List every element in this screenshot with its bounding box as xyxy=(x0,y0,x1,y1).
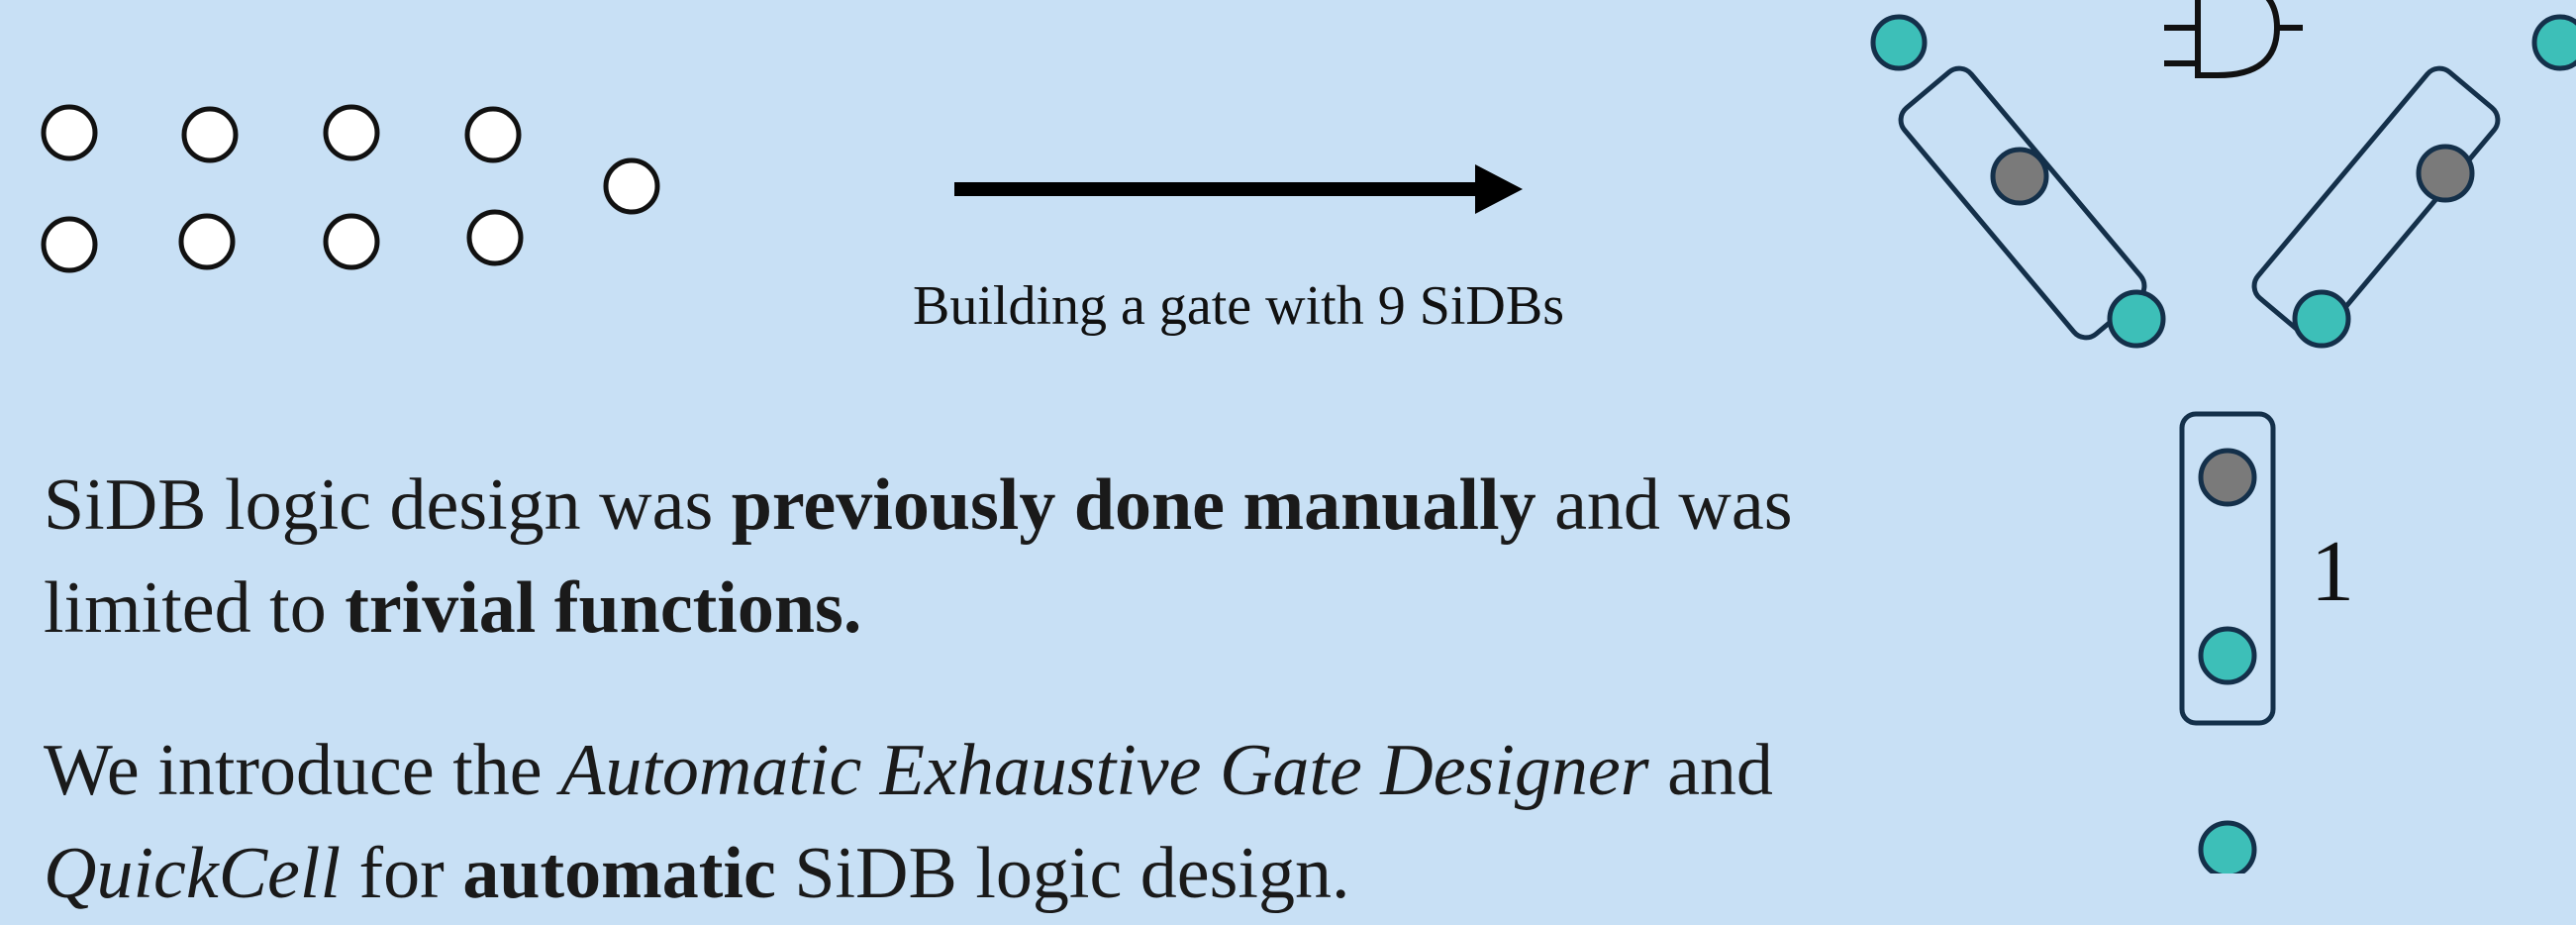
empty-sidb-dot xyxy=(464,106,522,163)
empty-sidb-dot xyxy=(323,213,380,270)
empty-sidb-dot xyxy=(603,157,660,215)
sidb-teal xyxy=(2107,289,2166,349)
italic-text: Automatic Exhaustive Gate Designer xyxy=(560,730,1649,811)
left-wire-pair xyxy=(1898,65,2166,349)
right-arrow-icon xyxy=(954,164,1523,214)
text-run: and was limited to xyxy=(44,464,1793,649)
empty-sidb-dot xyxy=(178,213,236,270)
bold-text: automatic xyxy=(462,833,776,914)
sidb-gray xyxy=(1990,147,2049,206)
bold-text: previously done manually xyxy=(731,464,1536,546)
empty-sidb-group xyxy=(41,104,660,273)
bold-text: trivial functions. xyxy=(345,567,862,649)
input-sidb-right xyxy=(2531,14,2576,71)
and-gate-icon xyxy=(2164,0,2303,78)
sidb-diagram: Building a gate with 9 SiDBs 1 xyxy=(41,0,2576,874)
empty-sidb-dot xyxy=(466,209,524,266)
sidb-teal xyxy=(2198,626,2257,685)
empty-sidb-dot xyxy=(41,216,98,273)
paragraph-introduction: We introduce the Automatic Exhaustive Ga… xyxy=(44,719,1925,925)
output-value-label: 1 xyxy=(2311,524,2354,620)
text-run: for xyxy=(341,833,463,914)
sidb-teal xyxy=(2292,289,2351,349)
sidb-gray xyxy=(2416,144,2475,203)
text-run: and xyxy=(1648,730,1773,811)
right-wire-pair xyxy=(2251,65,2501,349)
empty-sidb-dot xyxy=(323,104,380,161)
arrow-caption: Building a gate with 9 SiDBs xyxy=(913,275,1564,337)
italic-text: QuickCell xyxy=(44,833,342,914)
text-run: SiDB logic design. xyxy=(775,833,1350,914)
text-run: SiDB logic design was xyxy=(44,464,732,546)
sidb-gray xyxy=(2198,448,2257,507)
output-sidb xyxy=(2198,820,2257,874)
paragraph-manual-design: SiDB logic design was previously done ma… xyxy=(44,454,1925,660)
text-run: We introduce the xyxy=(44,730,561,811)
empty-sidb-dot xyxy=(181,106,239,163)
empty-sidb-dot xyxy=(41,104,98,161)
input-sidb-left xyxy=(1870,14,1928,71)
output-wire-pair xyxy=(2179,411,2276,726)
